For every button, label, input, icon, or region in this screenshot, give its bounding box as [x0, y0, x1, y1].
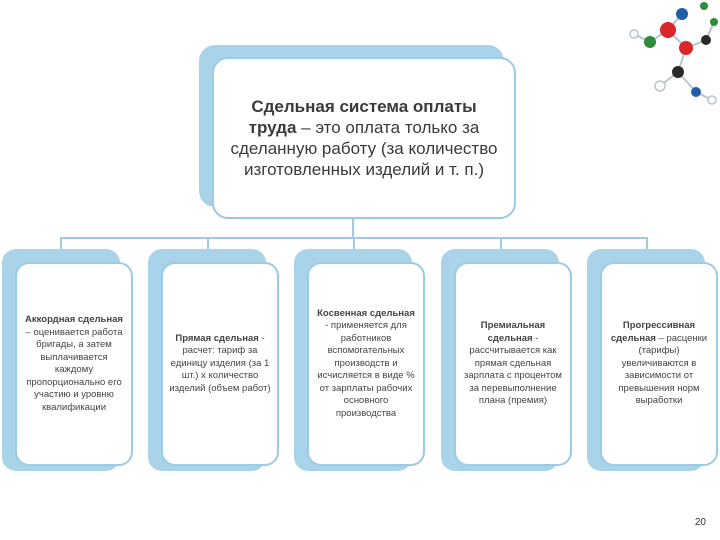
- page-number: 20: [694, 517, 706, 528]
- child-node-text: Косвенная сдельная - применяется для раб…: [315, 308, 417, 421]
- child-node-description: - расчет: тариф за единицу изделия (за 1…: [169, 332, 271, 394]
- child-node-accord: Аккордная сдельная – оценивается работа …: [15, 262, 133, 466]
- connector-drop-4: [500, 237, 502, 250]
- root-node-title: Сдельная система оплаты труда: [248, 97, 477, 137]
- connector-trunk: [352, 219, 354, 238]
- molecule-icon: [629, 2, 718, 105]
- child-node-title: Прогрессивная сдельная: [610, 320, 696, 344]
- child-node-title: Премиальная сдельная: [480, 320, 546, 344]
- connector-drop-5: [646, 237, 648, 250]
- child-node-text: Аккордная сдельная – оценивается работа …: [23, 314, 125, 414]
- child-node-title: Косвенная сдельная: [317, 307, 415, 319]
- root-node: Сдельная система оплаты труда – это опла…: [212, 57, 516, 219]
- connector-drop-2: [207, 237, 209, 250]
- child-node-text: Прогрессивная сдельная – расценки (тариф…: [608, 320, 710, 408]
- child-node-description: - применяется для работников вспомогател…: [317, 320, 415, 419]
- child-node-indirect: Косвенная сдельная - применяется для раб…: [307, 262, 425, 466]
- child-node-description: – расценки (тарифы) увеличиваются в зави…: [618, 332, 708, 407]
- connector-drop-3: [353, 237, 355, 250]
- child-node-description: – оценивается работа бригады, а затем вы…: [25, 326, 123, 413]
- root-node-definition: – это оплата только за сделанную работу …: [230, 118, 498, 179]
- child-node-direct: Прямая сдельная - расчет: тариф за едини…: [161, 262, 279, 466]
- root-node-text: Сдельная система оплаты труда – это опла…: [228, 96, 500, 180]
- child-node-title: Прямая сдельная: [175, 332, 259, 344]
- connector-drop-1: [60, 237, 62, 250]
- child-node-premium: Премиальная сдельная - рассчитывается ка…: [454, 262, 572, 466]
- child-node-text: Прямая сдельная - расчет: тариф за едини…: [169, 333, 271, 396]
- child-node-description: - рассчитывается как прямая сдельная зар…: [464, 332, 562, 407]
- child-node-progressive: Прогрессивная сдельная – расценки (тариф…: [600, 262, 718, 466]
- child-node-title: Аккордная сдельная: [25, 314, 123, 325]
- child-node-text: Премиальная сдельная - рассчитывается ка…: [462, 320, 564, 408]
